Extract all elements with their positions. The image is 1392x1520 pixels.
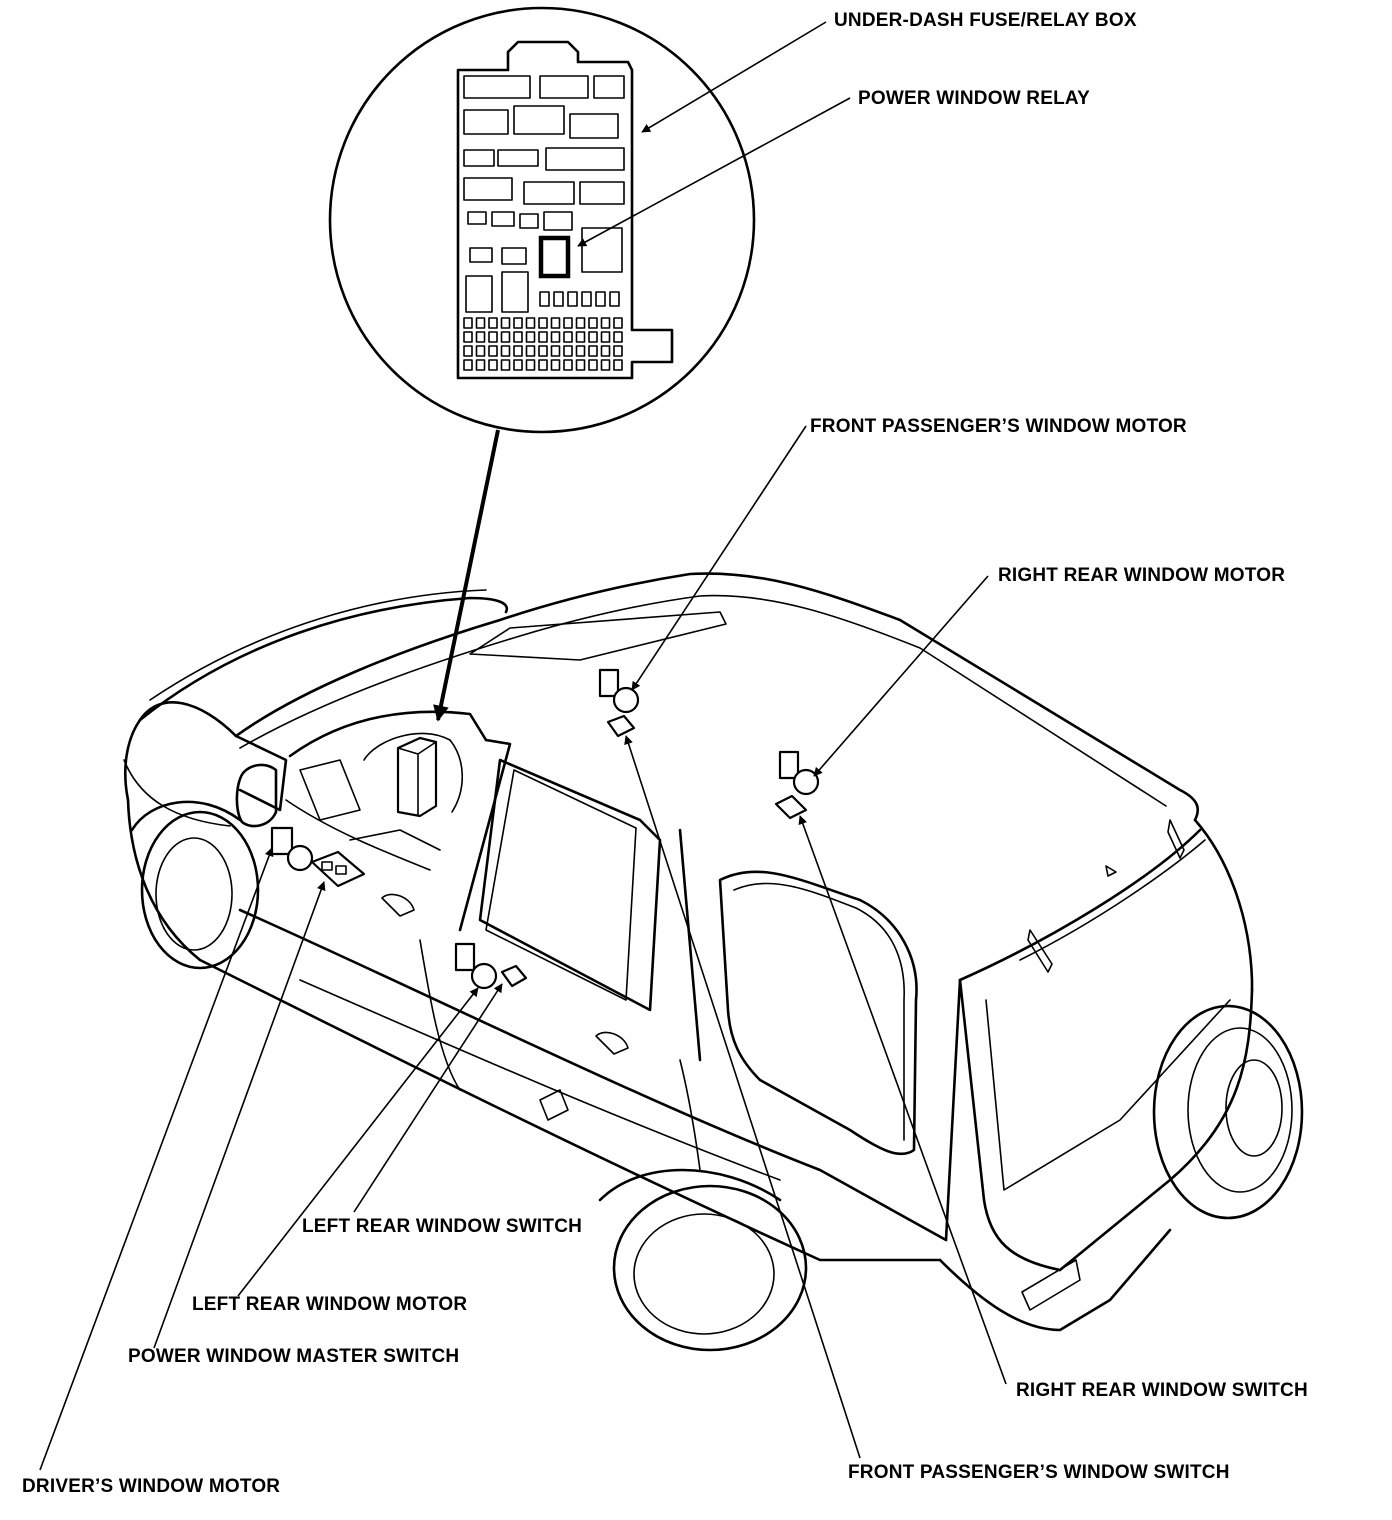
fuse-cell [500,331,511,343]
fuse-cell [463,359,473,371]
fuse-cell [613,331,623,343]
fuse-cell [588,317,598,329]
power-window-relay-shape [538,235,571,279]
fuse-box-detail [328,6,756,434]
fuse-grid [463,291,623,371]
fuse-cell [475,317,486,329]
leader-left-rear-motor [237,987,479,1297]
right-rear-switch-symbol [774,794,808,820]
fuse-cell [600,345,611,357]
fuse-cell [538,359,548,371]
fuse-cell [563,359,573,371]
fuse-cell [488,317,498,329]
fuse-cell [595,291,606,307]
fuse-cell [575,317,586,329]
fuse-cell [600,359,611,371]
fuse-box-outline [456,40,674,380]
fuse-cell [609,291,620,307]
label-master-switch: POWER WINDOW MASTER SWITCH [128,1346,460,1367]
fuse-cell [588,331,598,343]
left-rear-motor-symbol [454,942,498,990]
fuse-cell [525,345,536,357]
fuse-cell [550,317,561,329]
left-rear-switch-symbol [500,964,528,988]
label-front-passenger-motor: FRONT PASSENGER’S WINDOW MOTOR [810,416,1187,437]
leader-lines [39,21,1007,1471]
fuse-cell [488,359,498,371]
fuse-cell [588,359,598,371]
fuse-cell [525,331,536,343]
fuse-cell [563,331,573,343]
fuse-cell [575,345,586,357]
leader-power-window-relay [577,97,851,247]
fuse-cell [563,345,573,357]
right-rear-motor-symbol [778,750,820,796]
front-passenger-switch-symbol [606,714,636,738]
fuse-cell [475,345,486,357]
fuse-cell [538,317,548,329]
fuse-cell [463,331,473,343]
fuse-cell [550,345,561,357]
label-driver-motor: DRIVER’S WINDOW MOTOR [22,1476,281,1497]
label-power-window-relay: POWER WINDOW RELAY [858,88,1090,109]
fuse-box-slots [463,75,625,313]
fuse-cell [488,345,498,357]
fuse-cell [500,317,511,329]
fuse-cell [475,359,486,371]
label-left-rear-switch: LEFT REAR WINDOW SWITCH [302,1216,583,1237]
fuse-cell [550,359,561,371]
fuse-cell [550,331,561,343]
label-left-rear-motor: LEFT REAR WINDOW MOTOR [192,1294,468,1315]
fuse-cell [575,359,586,371]
label-front-passenger-switch: FRONT PASSENGER’S WINDOW SWITCH [848,1462,1230,1483]
fuse-cell [463,317,473,329]
fuse-cell [538,345,548,357]
fuse-cell [513,359,523,371]
label-right-rear-switch: RIGHT REAR WINDOW SWITCH [1016,1380,1308,1401]
fuse-cell [563,317,573,329]
fuse-cell [513,317,523,329]
label-right-rear-motor: RIGHT REAR WINDOW MOTOR [998,565,1286,586]
component-symbols [270,668,820,990]
fuse-cell [613,317,623,329]
leader-master-switch [153,881,326,1349]
fuse-cell [475,331,486,343]
leader-right-rear-switch [798,815,1007,1385]
leader-relay-location [433,429,500,722]
leader-right-rear-motor [813,575,989,777]
fuse-cell [600,317,611,329]
driver-window-motor-symbol [270,826,314,872]
fuse-cell [500,359,511,371]
fuse-cell [525,359,536,371]
fuse-cell [539,291,550,307]
master-switch-symbol [310,850,366,888]
leader-driver-motor [39,847,274,1471]
fuse-cell [613,345,623,357]
fuse-cell [613,359,623,371]
leader-left-rear-switch [353,983,503,1213]
fuse-cell [538,331,548,343]
fuse-cell [488,331,498,343]
fuse-cell [581,291,592,307]
leader-front-passenger-switch [624,735,861,1459]
fuse-cell [567,291,578,307]
leader-fuse-relay-box [641,21,827,133]
fuse-cell [553,291,564,307]
fuse-cell [600,331,611,343]
fuse-cell [463,345,473,357]
fuse-cell [513,345,523,357]
fuse-cell [588,345,598,357]
fuse-cell [500,345,511,357]
fuse-cell [575,331,586,343]
fuse-cell [513,331,523,343]
detail-circle [328,6,756,434]
vehicle-outline [123,572,1304,1352]
front-passenger-motor-symbol [598,668,640,714]
leader-front-passenger-motor [631,425,807,691]
fuse-cell [525,317,536,329]
label-fuse-relay-box: UNDER-DASH FUSE/RELAY BOX [834,10,1137,31]
